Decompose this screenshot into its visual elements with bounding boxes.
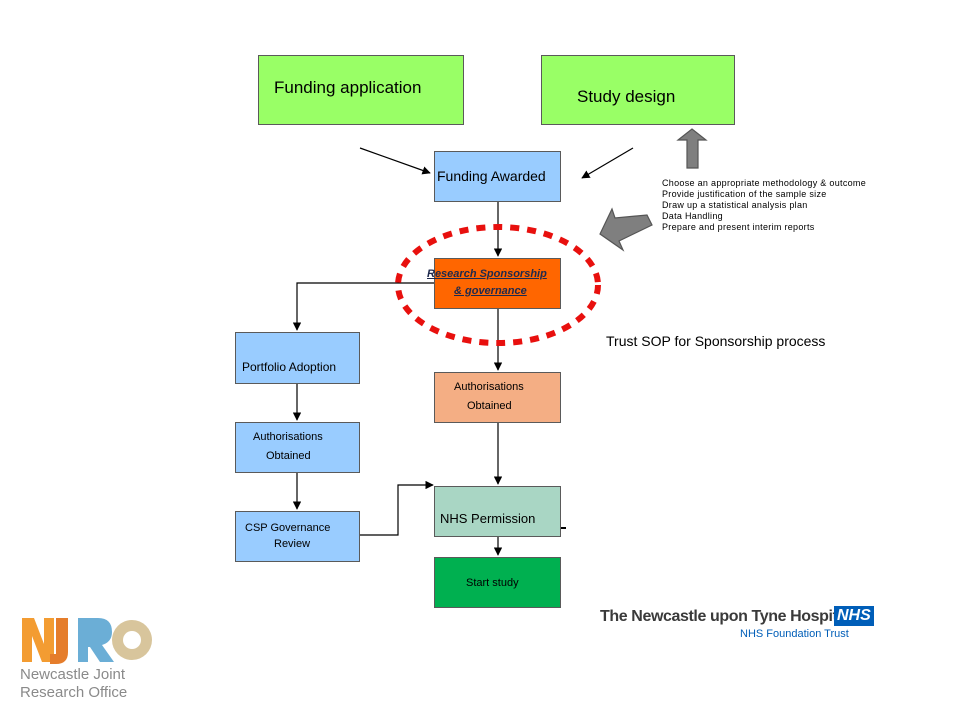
funding-awarded-box: Funding Awarded [434, 151, 561, 202]
njro-name-line1: Newcastle Joint [20, 666, 126, 683]
njro-logo: Newcastle Joint Research Office [20, 614, 170, 704]
study-design-box: Study design [541, 55, 735, 125]
grey-arrow-up-to-study-design [676, 128, 708, 169]
grey-arrow-to-sponsorship [599, 207, 653, 252]
nhs-permission-box: NHS Permission [434, 486, 561, 537]
start-study-box: Start study [434, 557, 561, 608]
start-study-label: Start study [466, 577, 519, 589]
funding-application-label: Funding application [274, 78, 422, 97]
authorisations-center-line1: Authorisations [454, 381, 524, 393]
nhs-badge: NHS [834, 606, 874, 626]
nhs-badge-text: NHS [837, 607, 871, 624]
sponsorship-highlight-ellipse [395, 224, 601, 346]
research-sponsorship-label-line2: & governance [454, 285, 527, 297]
arrow-csp-to-nhs-permission [360, 480, 434, 536]
arrow-sponsorship-to-portfolio [292, 282, 434, 331]
arrow-funding-application-to-awarded [359, 147, 431, 175]
note-methodology: Choose an appropriate methodology & outc… [662, 178, 867, 188]
study-design-notes: Choose an appropriate methodology & outc… [662, 178, 866, 233]
study-design-label: Study design [577, 87, 676, 106]
note-statistical-plan: Draw up a statistical analysis plan [662, 200, 808, 210]
csp-governance-box: CSP Governance Review [235, 511, 360, 562]
authorisations-left-line2: Obtained [266, 450, 311, 462]
funding-awarded-label: Funding Awarded [437, 168, 546, 184]
trust-sop-label: Trust SOP for Sponsorship process [606, 333, 826, 349]
portfolio-adoption-box: Portfolio Adoption [235, 332, 360, 384]
note-interim-reports: Prepare and present interim reports [662, 222, 815, 232]
portfolio-adoption-label: Portfolio Adoption [242, 360, 337, 374]
authorisations-left-line1: Authorisations [253, 431, 323, 443]
hospitals-name: The Newcastle upon Tyne Hospitals [600, 608, 859, 625]
authorisations-center-line2: Obtained [467, 400, 512, 412]
research-sponsorship-label-line1: Research Sponsorship [427, 268, 547, 280]
authorisations-left-box: Authorisations Obtained [235, 422, 360, 473]
note-data-handling: Data Handling [662, 211, 723, 221]
nhs-permission-label: NHS Permission [440, 511, 536, 526]
njro-name-line2: Research Office [20, 684, 128, 701]
note-sample-size: Provide justification of the sample size [662, 189, 827, 199]
newcastle-hospitals-logo: The Newcastle upon Tyne Hospitals NHS NH… [600, 604, 880, 644]
csp-governance-line1: CSP Governance [245, 522, 331, 534]
authorisations-center-box: Authorisations Obtained [434, 372, 561, 423]
funding-application-box: Funding application [258, 55, 464, 125]
njro-logo-mark [22, 618, 152, 664]
foundation-trust-label: NHS Foundation Trust [740, 628, 849, 640]
csp-governance-line2: Review [274, 538, 311, 550]
research-sponsorship-box [434, 258, 561, 309]
arrow-study-design-to-awarded [581, 147, 634, 179]
